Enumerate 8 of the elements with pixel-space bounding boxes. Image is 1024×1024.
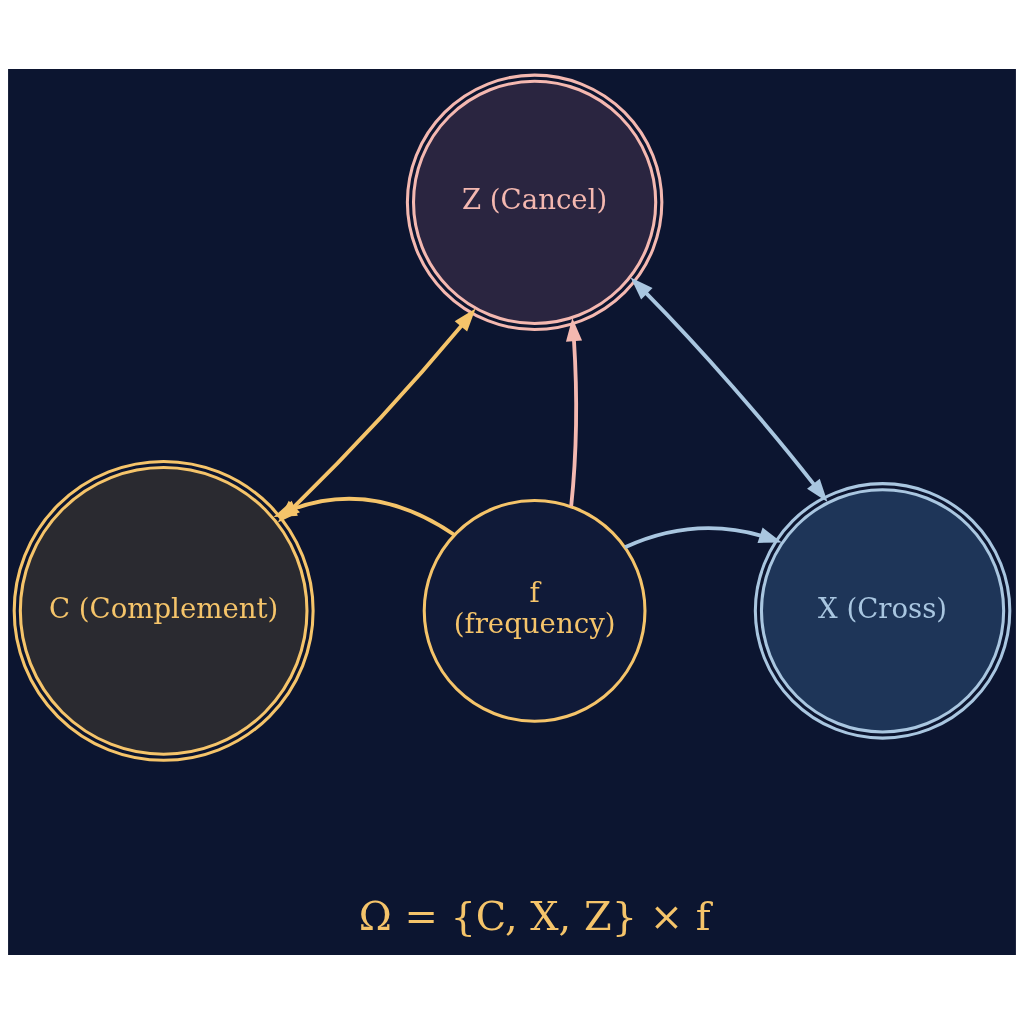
arrow — [630, 277, 828, 502]
arrow — [624, 526, 782, 549]
node-circle: f (frequency) — [422, 498, 647, 723]
label: Ω = {C, X, Z} × f — [358, 893, 711, 940]
node-circle: X (Cross) — [753, 482, 1012, 740]
node-circle: C (Complement) — [12, 459, 315, 762]
arrow — [273, 496, 456, 537]
arrow — [565, 318, 583, 507]
